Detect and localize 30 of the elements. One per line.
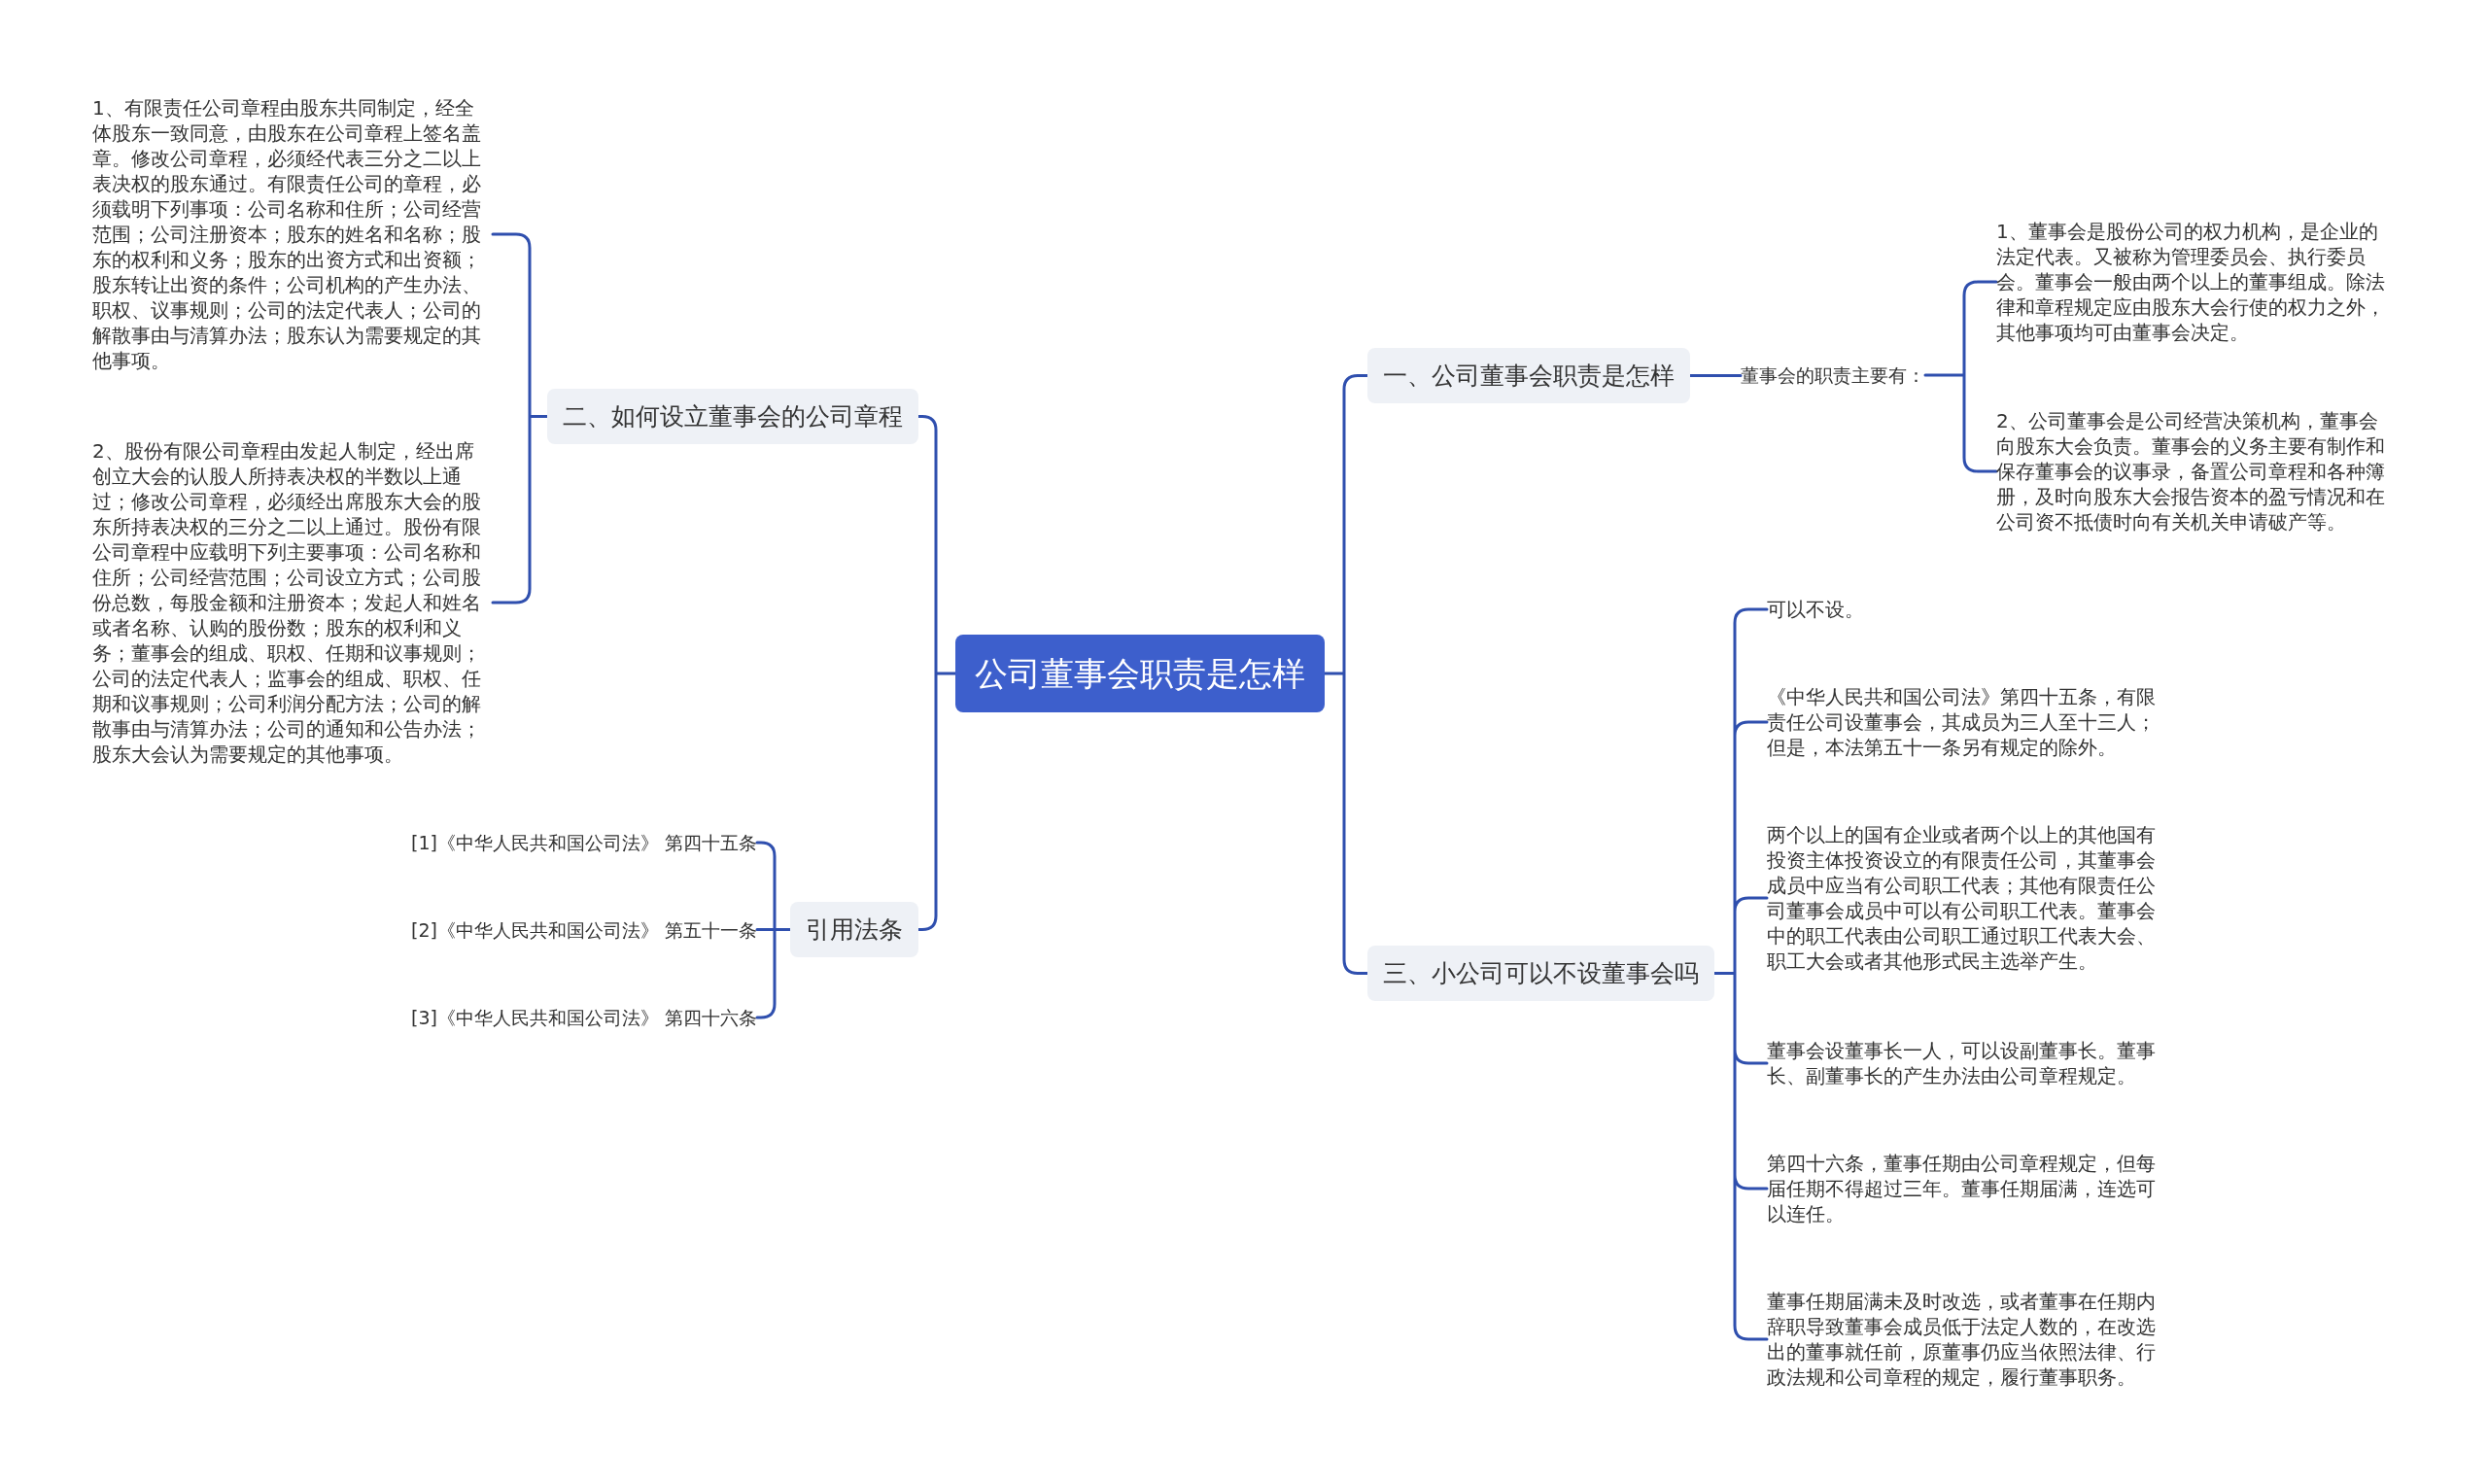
note-text: 可以不设。 xyxy=(1767,597,1864,622)
topic-title: 一、公司董事会职责是怎样 xyxy=(1383,361,1675,391)
note-text: 《中华人民共和国公司法》第四十五条，有限责任公司设董事会，其成员为三人至十三人；但是，本法第五十一条另有规定的除外。 xyxy=(1767,684,2167,760)
note-text: 1、董事会是股份公司的权力机构，是企业的法定代表。又被称为管理委员会、执行委员会。董事会一般由两个以上的董事组成。除法律和章程规定应由股东大会行使的权力之外，其他事项均可由董事会决定。 xyxy=(1996,219,2397,345)
connector-line xyxy=(1688,374,1743,377)
topic-title: 引用法条 xyxy=(806,915,903,945)
connector-line xyxy=(1712,607,1769,1341)
topic-title: 三、小公司可以不设董事会吗 xyxy=(1383,958,1699,988)
topic-box xyxy=(790,902,918,957)
connector-line xyxy=(1323,374,1369,975)
note-text: 1、有限责任公司章程由股东共同制定，经全体股东一致同意，由股东在公司章程上签名盖章。修改公司章程，必须经代表三分之二以上表决权的股东通过。有限责任公司的章程，必须载明下列事项：公司名称和住所；公司经营范围；公司注册资本；股东的姓名和名称；股东的权利和义务；股东的出资方式和出资额；股东转让出资的条件；公司机构的产生办法、职权、议事规则；公司的法定代表人；公司的解散事由与清算办法；股东认为需要规定的其他事项。 xyxy=(92,95,493,373)
note-text: 董事会设董事长一人，可以设副董事长。董事长、副董事长的产生办法由公司章程规定。 xyxy=(1767,1038,2167,1088)
connector-line xyxy=(755,841,792,1019)
central-topic-box xyxy=(955,635,1325,712)
note-text: 2、股份有限公司章程由发起人制定，经出席创立大会的认股人所持表决权的半数以上通过；修改公司章程，必须经出席股东大会的股东所持表决权的三分之二以上通过。股份有限公司章程中应载明下列主要事项：公司名称和住所；公司经营范围；公司设立方式；公司股份总数，每股金额和注册资本；发起人和姓名或者名称、认购的股份数；股东的权利和义务；董事会的组成、职权、任期和议事规则；公司的法定代表人；监事会的组成、职权、任期和议事规则；公司利润分配方法；公司的解散事由与清算办法；公司的通知和公告办法；股东大会认为需要规定的其他事项。 xyxy=(92,438,493,767)
topic-box xyxy=(547,389,918,444)
topic-box xyxy=(1367,348,1690,403)
branch-label: [2]《中华人民共和国公司法》 第五十一条 xyxy=(411,917,757,943)
note-text: 两个以上的国有企业或者两个以上的其他国有投资主体投资设立的有限责任公司，其董事会成员中应当有公司职工代表；其他有限责任公司董事会成员中可以有公司职工代表。董事会中的职工代表由公司职工通过职工代表大会、职工大会或者其他形式民主选举产生。 xyxy=(1767,822,2167,974)
note-text: 第四十六条，董事任期由公司章程规定，但每届任期不得超过三年。董事任期届满，连选可以连任。 xyxy=(1767,1151,2167,1226)
topic-title: 二、如何设立董事会的公司章程 xyxy=(563,401,903,431)
topic-title: 公司董事会职责是怎样 xyxy=(975,653,1305,694)
branch-label: [3]《中华人民共和国公司法》 第四十六条 xyxy=(411,1005,757,1030)
connector-line xyxy=(916,415,957,931)
branch-label: 董事会的职责主要有： xyxy=(1741,362,1925,388)
branch-label: [1]《中华人民共和国公司法》 第四十五条 xyxy=(411,830,757,855)
note-text: 董事任期届满未及时改选，或者董事在任期内辞职导致董事会成员低于法定人数的，在改选出的董事就任前，原董事仍应当依照法律、行政法规和公司章程的规定，履行董事职务。 xyxy=(1767,1289,2167,1390)
note-text: 2、公司董事会是公司经营决策机构，董事会向股东大会负责。董事会的义务主要有制作和保存董事会的议事录，备置公司章程和各种簿册，及时向股东大会报告资本的盈亏情况和在公司资不抵债时向有关机关申请破产等。 xyxy=(1996,408,2397,535)
connector-line xyxy=(491,232,549,604)
topic-box xyxy=(1367,946,1714,1001)
